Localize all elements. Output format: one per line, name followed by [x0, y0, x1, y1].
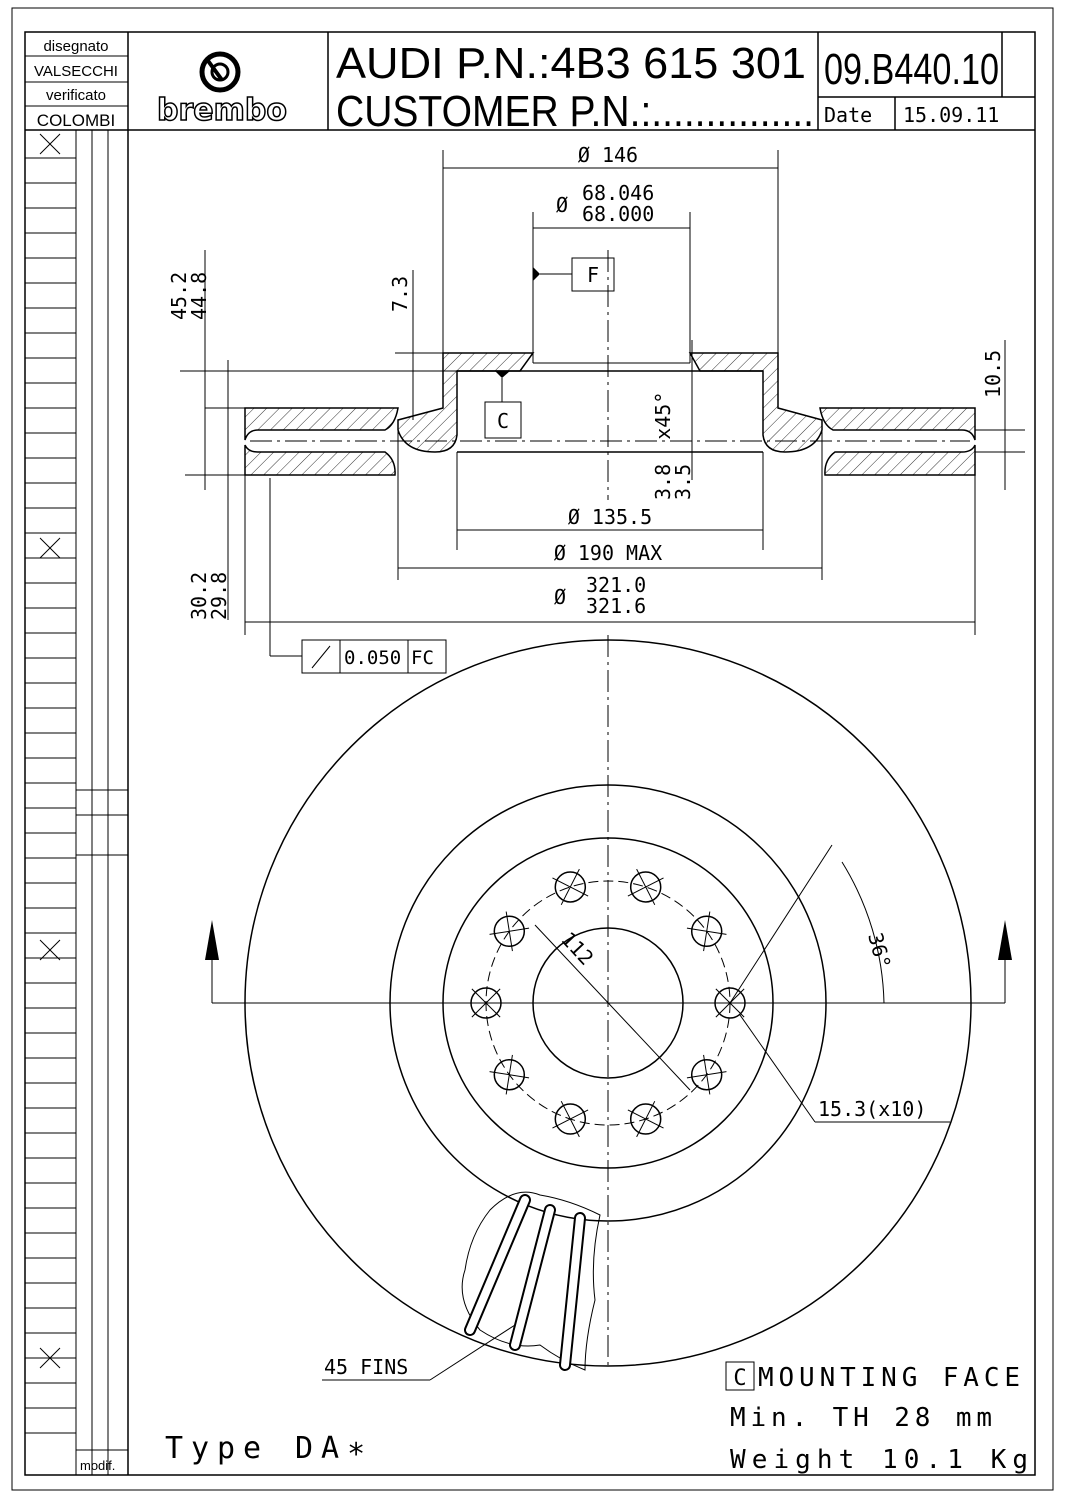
bolt-hole [493, 915, 526, 948]
bolt-hole [554, 871, 587, 903]
cross-section: Ø 146 Ø 68.046 68.000 F C 45.2 44.8 7.3 … [167, 143, 1025, 674]
runout-arrow-icon [311, 645, 331, 669]
bolt-hole [690, 1058, 723, 1091]
od-max: 321.6 [586, 594, 646, 618]
date-value: 15.09.11 [903, 103, 999, 127]
flange-left-bottom [244, 444, 396, 476]
revision-column: modif. [25, 130, 128, 1475]
datum-f: F [587, 263, 599, 287]
fin-cutaway [461, 1191, 601, 1371]
hat-left [397, 352, 535, 453]
drawn-label: disegnato [43, 38, 108, 55]
height-max: 45.2 [167, 272, 191, 320]
notes: C MOUNTING FACE Min. TH 28 mm Weight 10.… [165, 1361, 1028, 1475]
mount-datum-box [725, 1361, 755, 1391]
bolt-hole [714, 987, 746, 1019]
thickness-max: 30.2 [187, 572, 211, 620]
hole-dim: 15.3(x10) [818, 1097, 926, 1121]
weight: Weight 10.1 Kg [730, 1445, 1028, 1475]
brembo-code: 09.B440.10 [824, 45, 999, 94]
drawn-by: VALSECCHI [34, 63, 118, 80]
bore-min: 68.000 [582, 202, 654, 226]
flange-right-top [819, 407, 976, 441]
flange-right-bottom [824, 444, 976, 476]
brembo-logo-text: brembo [157, 93, 287, 128]
oem-part-number: AUDI P.N.:4B3 615 301 [336, 39, 806, 88]
hat-height: 7.3 [388, 276, 412, 312]
flange-left-top [244, 407, 399, 441]
dim-d190: Ø 190 MAX [554, 541, 662, 565]
brembo-logo: brembo [156, 51, 288, 129]
bolt-hole [629, 1103, 662, 1135]
hat-right [688, 352, 823, 453]
modif-label: modif. [80, 1458, 115, 1473]
datum-c: C [497, 409, 509, 433]
customer-part-number: CUSTOMER P.N.:............... [336, 87, 814, 136]
disc-type: Type DA∗ [165, 1431, 365, 1466]
od-min: 321.0 [586, 573, 646, 597]
bore-symbol: Ø [556, 193, 568, 217]
thickness-min: 29.8 [207, 572, 231, 620]
datum-f-box [571, 257, 615, 292]
od-symbol: Ø [554, 585, 566, 609]
dim-d135: Ø 135.5 [568, 505, 652, 529]
mounting-face: MOUNTING FACE [758, 1363, 1020, 1393]
checked-by: COLOMBI [37, 111, 115, 130]
dim-d146: Ø 146 [578, 143, 638, 167]
bolt-hole [554, 1103, 587, 1135]
chamfer: 3.8 x45° [651, 392, 675, 500]
fins-label: 45 FINS [324, 1355, 408, 1379]
section-arrow-right-icon [998, 920, 1012, 960]
checked-label: verificato [46, 87, 106, 104]
runout-datum: FC [411, 647, 434, 669]
title-block: disegnato VALSECCHI verificato COLOMBI b… [25, 32, 1035, 1475]
datum-c-box [484, 401, 522, 439]
angle-dim: 36° [863, 930, 896, 971]
plan-view: 112 36° 15.3(x10) 45 FINS [205, 635, 1012, 1381]
min-thickness: Min. TH 28 mm [730, 1403, 992, 1433]
section-arrow-left-icon [205, 920, 219, 960]
height-min: 44.8 [187, 272, 211, 320]
date-label: Date [824, 103, 872, 127]
pcd-dim: 112 [556, 927, 598, 970]
drawing-frame [24, 31, 1036, 1476]
runout-value: 0.050 [344, 647, 401, 669]
bolt-hole [493, 1058, 526, 1091]
bore-max: 68.046 [582, 181, 654, 205]
bolt-hole [629, 871, 662, 903]
mount-datum: C [733, 1366, 746, 1391]
bolt-hole [690, 915, 723, 948]
chamfer-min: 3.5 [671, 464, 695, 500]
bolt-hole [470, 987, 502, 1019]
runout-frame [301, 639, 447, 674]
outer-border [11, 7, 1054, 1491]
vent-width: 10.5 [981, 350, 1005, 398]
